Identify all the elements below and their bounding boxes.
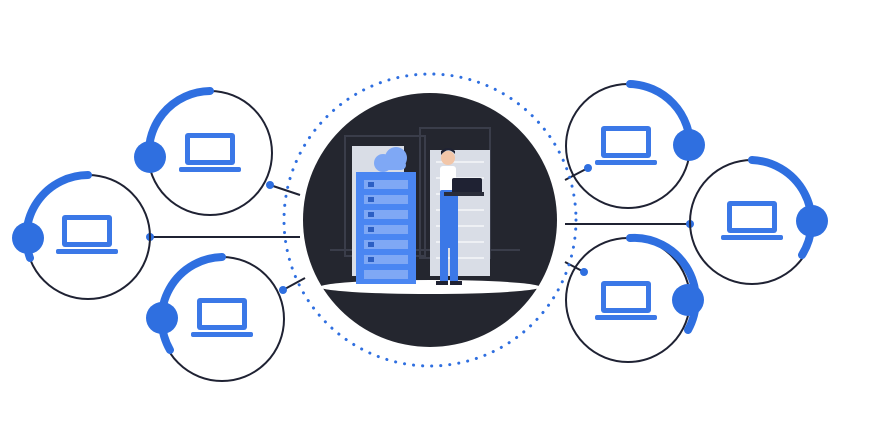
technician-with-laptop-icon xyxy=(436,148,484,285)
laptop-icon xyxy=(721,201,783,240)
connector-dot xyxy=(580,268,588,276)
laptop-icon xyxy=(595,281,657,320)
node-badge xyxy=(672,284,704,316)
node-left-bottom xyxy=(146,253,285,382)
connector-left-top xyxy=(269,184,301,196)
laptop-icon xyxy=(191,298,253,337)
node-left-middle xyxy=(12,171,151,300)
laptop-icon xyxy=(56,215,118,254)
server-room-illustration xyxy=(320,127,540,294)
laptop-icon xyxy=(595,126,657,165)
hub-dotted-ring xyxy=(282,72,578,368)
connector-dot xyxy=(266,181,274,189)
technician-laptop xyxy=(452,178,482,194)
connector-left-bottom xyxy=(282,277,306,291)
laptop-icon xyxy=(179,133,241,172)
server-rack-units xyxy=(364,180,408,279)
node-badge xyxy=(146,302,178,334)
cloud-icon xyxy=(374,147,407,172)
node-right-middle xyxy=(689,156,828,285)
connector-dot xyxy=(279,286,287,294)
node-badge xyxy=(673,129,705,161)
connector-dot xyxy=(584,164,592,172)
node-right-top xyxy=(565,80,705,209)
node-right-bottom xyxy=(565,233,704,363)
node-badge xyxy=(12,222,44,254)
node-badge xyxy=(134,141,166,173)
hub xyxy=(282,72,578,368)
node-badge xyxy=(796,205,828,237)
node-left-top xyxy=(134,87,273,216)
